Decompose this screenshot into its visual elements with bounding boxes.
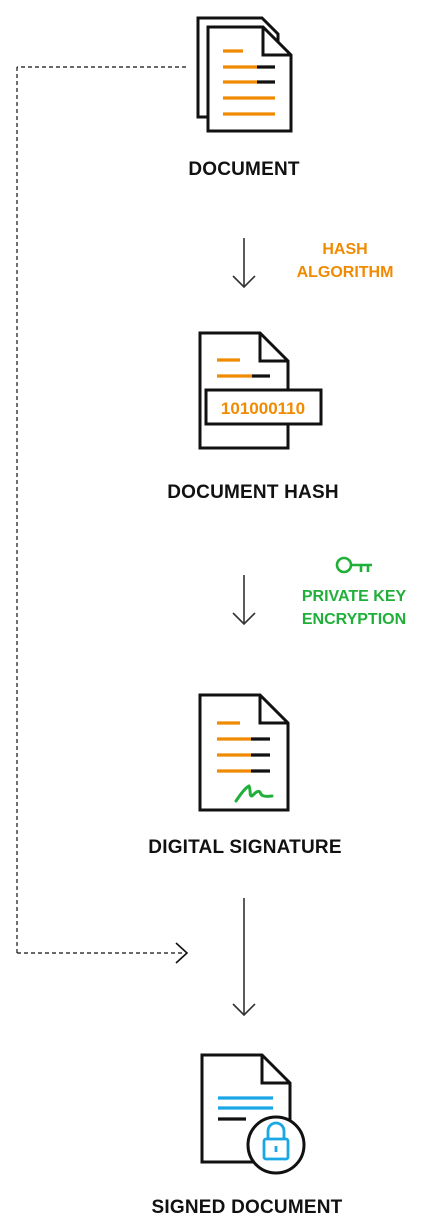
hash-value: 101000110	[221, 399, 305, 418]
flow-arrow	[232, 898, 256, 1017]
hash-algorithm-line1: HASH	[322, 241, 368, 258]
signature-mark	[234, 784, 274, 803]
private-key-line1: PRIVATE KEY	[301, 588, 407, 605]
private-key-line2: ENCRYPTION	[301, 611, 407, 628]
signed-page-icon	[198, 693, 290, 812]
flow-arrow	[232, 238, 256, 289]
document-hash-icon	[198, 331, 323, 450]
step-label-hash: DOCUMENT HASH	[167, 482, 339, 503]
hash-algorithm-line2: ALGORITHM	[296, 264, 394, 281]
lock-icon	[262, 1121, 290, 1161]
private-key-encryption-label: PRIVATE KEY ENCRYPTION	[284, 585, 424, 631]
step-label-signed: SIGNED DOCUMENT	[151, 1197, 343, 1218]
flow-arrow	[232, 575, 256, 626]
bypass-arrowhead	[175, 942, 189, 964]
bypass-connector	[16, 66, 186, 954]
hash-algorithm-label: HASH ALGORITHM	[280, 238, 410, 284]
key-icon	[335, 556, 372, 574]
step-label-signature: DIGITAL SIGNATURE	[148, 837, 342, 858]
document-stack-icon	[196, 16, 293, 133]
step-label-document: DOCUMENT	[188, 159, 300, 180]
